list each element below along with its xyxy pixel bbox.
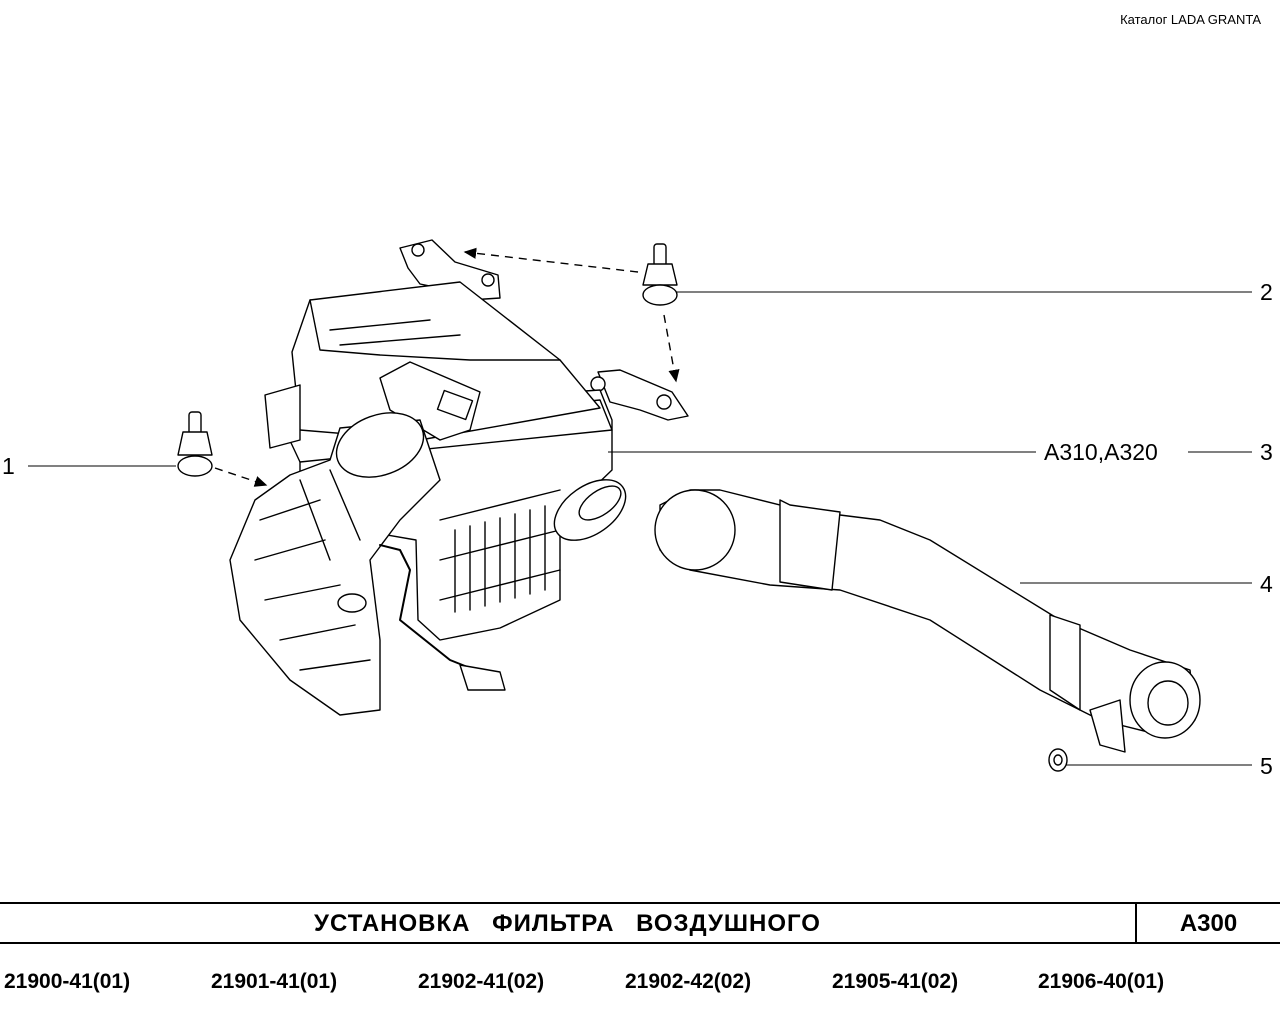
assembly-arrow-1 bbox=[214, 467, 268, 487]
title-divider bbox=[1135, 904, 1137, 942]
catalog-label: Каталог LADA GRANTA bbox=[1120, 12, 1261, 27]
callout-5: 5 bbox=[1260, 753, 1273, 779]
assembly-arrow-2b bbox=[663, 314, 680, 383]
callout-4: 4 bbox=[1260, 571, 1273, 597]
model-code: 21900-41(01) bbox=[4, 970, 131, 993]
model-code: 21902-41(02) bbox=[418, 970, 545, 993]
model-code: 21905-41(02) bbox=[832, 970, 959, 993]
fastener-part-1 bbox=[177, 411, 213, 477]
callout-3-reference: A310,A320 bbox=[1044, 439, 1158, 465]
fastener-part-2 bbox=[642, 243, 678, 306]
page-title: УСТАНОВКА ФИЛЬТРА ВОЗДУШНОГО bbox=[314, 910, 821, 937]
assembly-arrow-2a bbox=[463, 247, 639, 273]
callout-1: 1 bbox=[2, 453, 15, 479]
air-intake-pipe bbox=[654, 489, 1201, 753]
callout-3: 3 bbox=[1260, 439, 1273, 465]
nut-part-5 bbox=[1048, 748, 1068, 772]
parts-drawing: 1 2 A310,A320 3 4 5 bbox=[2, 239, 1273, 779]
title-block: УСТАНОВКА ФИЛЬТРА ВОЗДУШНОГО A300 bbox=[0, 902, 1280, 944]
model-code: 21901-41(01) bbox=[211, 970, 338, 993]
callout-2: 2 bbox=[1260, 279, 1273, 305]
model-code: 21906-40(01) bbox=[1038, 970, 1165, 993]
model-code: 21902-42(02) bbox=[625, 970, 752, 993]
section-code: A300 bbox=[1179, 910, 1238, 937]
intake-corrugated-hose bbox=[229, 412, 506, 716]
model-list: 21900-41(01) 21901-41(01) 21902-41(02) 2… bbox=[0, 970, 1280, 1000]
